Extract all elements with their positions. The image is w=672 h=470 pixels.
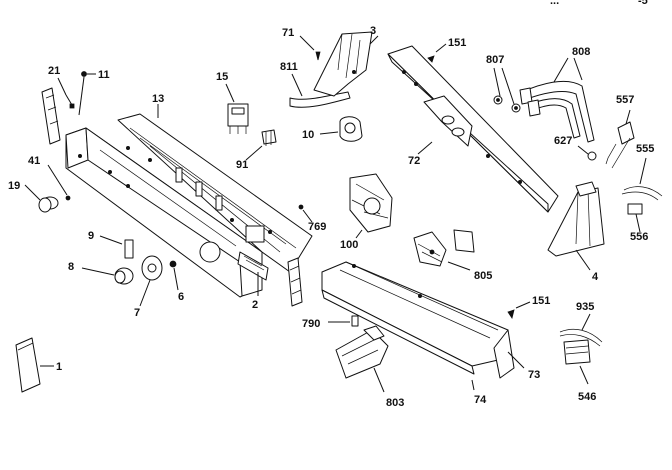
callout-4: 4 xyxy=(592,271,599,283)
callout-8: 8 xyxy=(68,261,74,273)
part-pressure-switch xyxy=(319,116,363,142)
callout-555: 555 xyxy=(636,143,654,155)
callout-790: 790 xyxy=(302,318,320,330)
part-lid-switch xyxy=(335,325,389,393)
part-screw-11 xyxy=(78,71,96,116)
callout-151-lower: 151 xyxy=(532,295,550,307)
callout-556: 556 xyxy=(630,231,648,243)
callout-557: 557 xyxy=(616,94,634,106)
callout-100: 100 xyxy=(340,239,358,251)
part-knob-assembly xyxy=(81,255,179,307)
callout-15: 15 xyxy=(216,71,228,83)
callout-808: 808 xyxy=(572,46,590,58)
part-knob-19-41 xyxy=(24,164,71,213)
callout-627: 627 xyxy=(554,135,572,147)
callout-935: 935 xyxy=(576,301,594,313)
callout-21: 21 xyxy=(48,65,60,77)
callout-41: 41 xyxy=(28,155,40,167)
callout-3: 3 xyxy=(370,25,376,37)
callout-6: 6 xyxy=(178,291,184,303)
part-console-base xyxy=(321,261,525,391)
part-bracket-left xyxy=(313,31,379,97)
callout-151-top: 151 xyxy=(448,37,466,49)
part-screw-769 xyxy=(298,204,313,223)
callout-803: 803 xyxy=(386,397,404,409)
callout-labels: 1 2 3 4 6 7 8 9 10 11 13 15 19 21 41 71 … xyxy=(8,25,654,409)
part-control-board xyxy=(237,251,269,296)
corner-text-left: ... xyxy=(550,0,559,7)
callout-1: 1 xyxy=(56,361,62,373)
part-clip-790 xyxy=(328,315,359,327)
callout-71: 71 xyxy=(282,27,294,39)
part-valve-harness xyxy=(413,229,475,271)
part-end-cap-right xyxy=(287,257,303,307)
part-screw-151-lower xyxy=(507,301,531,319)
callout-19: 19 xyxy=(8,180,20,192)
part-rear-panel xyxy=(387,45,559,213)
callout-13: 13 xyxy=(152,93,164,105)
callout-769: 769 xyxy=(308,221,326,233)
part-screw-71 xyxy=(299,35,321,61)
part-cord-plug xyxy=(621,157,663,233)
callout-91: 91 xyxy=(236,159,248,171)
part-spring xyxy=(99,235,134,259)
callout-811: 811 xyxy=(280,61,298,73)
part-timer-motor xyxy=(349,173,393,239)
part-connector-557 xyxy=(605,109,635,169)
callout-546: 546 xyxy=(578,391,596,403)
callout-73: 73 xyxy=(528,369,540,381)
corner-text-right: -5 xyxy=(638,0,648,7)
part-bracket-right xyxy=(547,181,605,271)
callout-11: 11 xyxy=(98,69,110,81)
callout-2: 2 xyxy=(252,299,258,311)
part-console-front-panel xyxy=(65,127,263,298)
callout-74: 74 xyxy=(474,394,487,406)
callout-805: 805 xyxy=(474,270,492,282)
callout-9: 9 xyxy=(88,230,94,242)
part-clip-91 xyxy=(245,129,277,161)
callout-807: 807 xyxy=(486,54,504,66)
part-manual-bag xyxy=(15,337,54,393)
part-washer-627 xyxy=(577,145,597,161)
part-screw-151-top xyxy=(427,43,447,63)
part-wire-harness xyxy=(559,313,603,385)
part-console-frame xyxy=(117,104,313,273)
part-grommets xyxy=(493,67,521,113)
callout-10: 10 xyxy=(302,129,314,141)
part-hose xyxy=(289,73,351,108)
part-fill-hoses xyxy=(519,57,595,143)
callout-7: 7 xyxy=(134,307,140,319)
part-switch xyxy=(225,83,249,134)
callout-72: 72 xyxy=(408,155,420,167)
part-end-cap-left xyxy=(41,77,75,145)
